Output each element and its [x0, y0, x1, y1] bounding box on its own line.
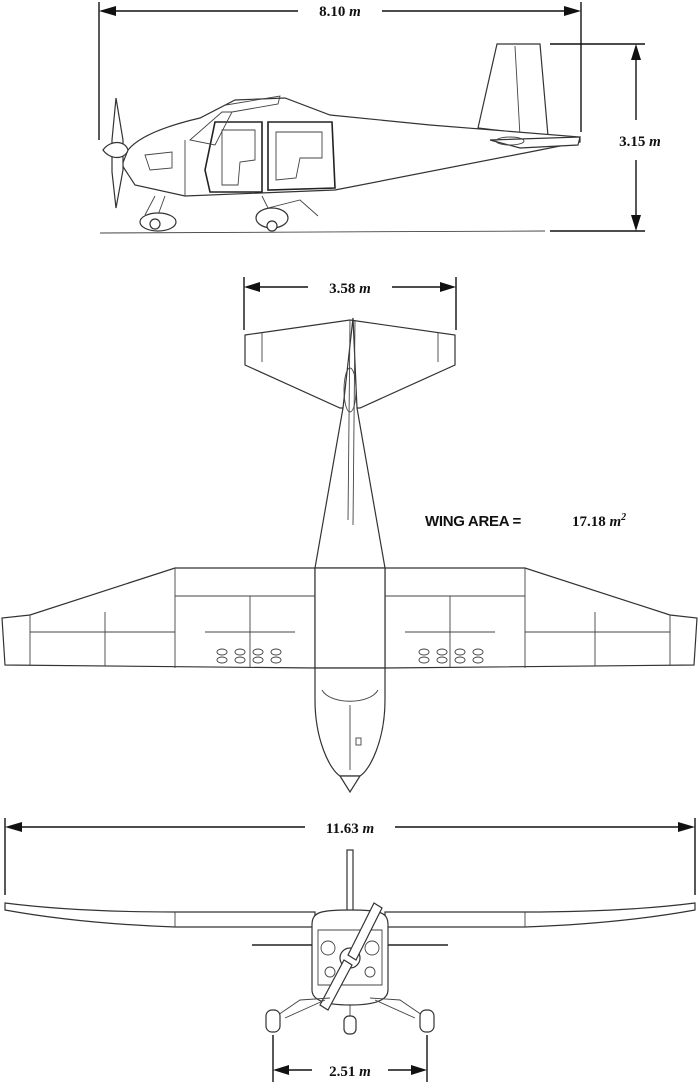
wing-area-value: 17.18 m2 — [572, 512, 626, 530]
front-view: 11.63 m 2.51 m — [4, 818, 696, 1082]
top-view: 3.58 m WING AREA = 17.18 m2 — [1, 277, 698, 794]
stabilizer-span-dimension-label: 3.58 m — [329, 281, 371, 297]
height-dimension-label: 3.15 m — [619, 134, 661, 150]
length-dimension-label: 8.10 m — [319, 4, 361, 20]
side-view: 8.10 m 3.15 m — [98, 2, 661, 234]
wing-area-label: WING AREA = — [425, 513, 522, 530]
track-dimension-label: 2.51 m — [329, 1064, 371, 1080]
wing-span-dimension-label: 11.63 m — [326, 821, 374, 837]
